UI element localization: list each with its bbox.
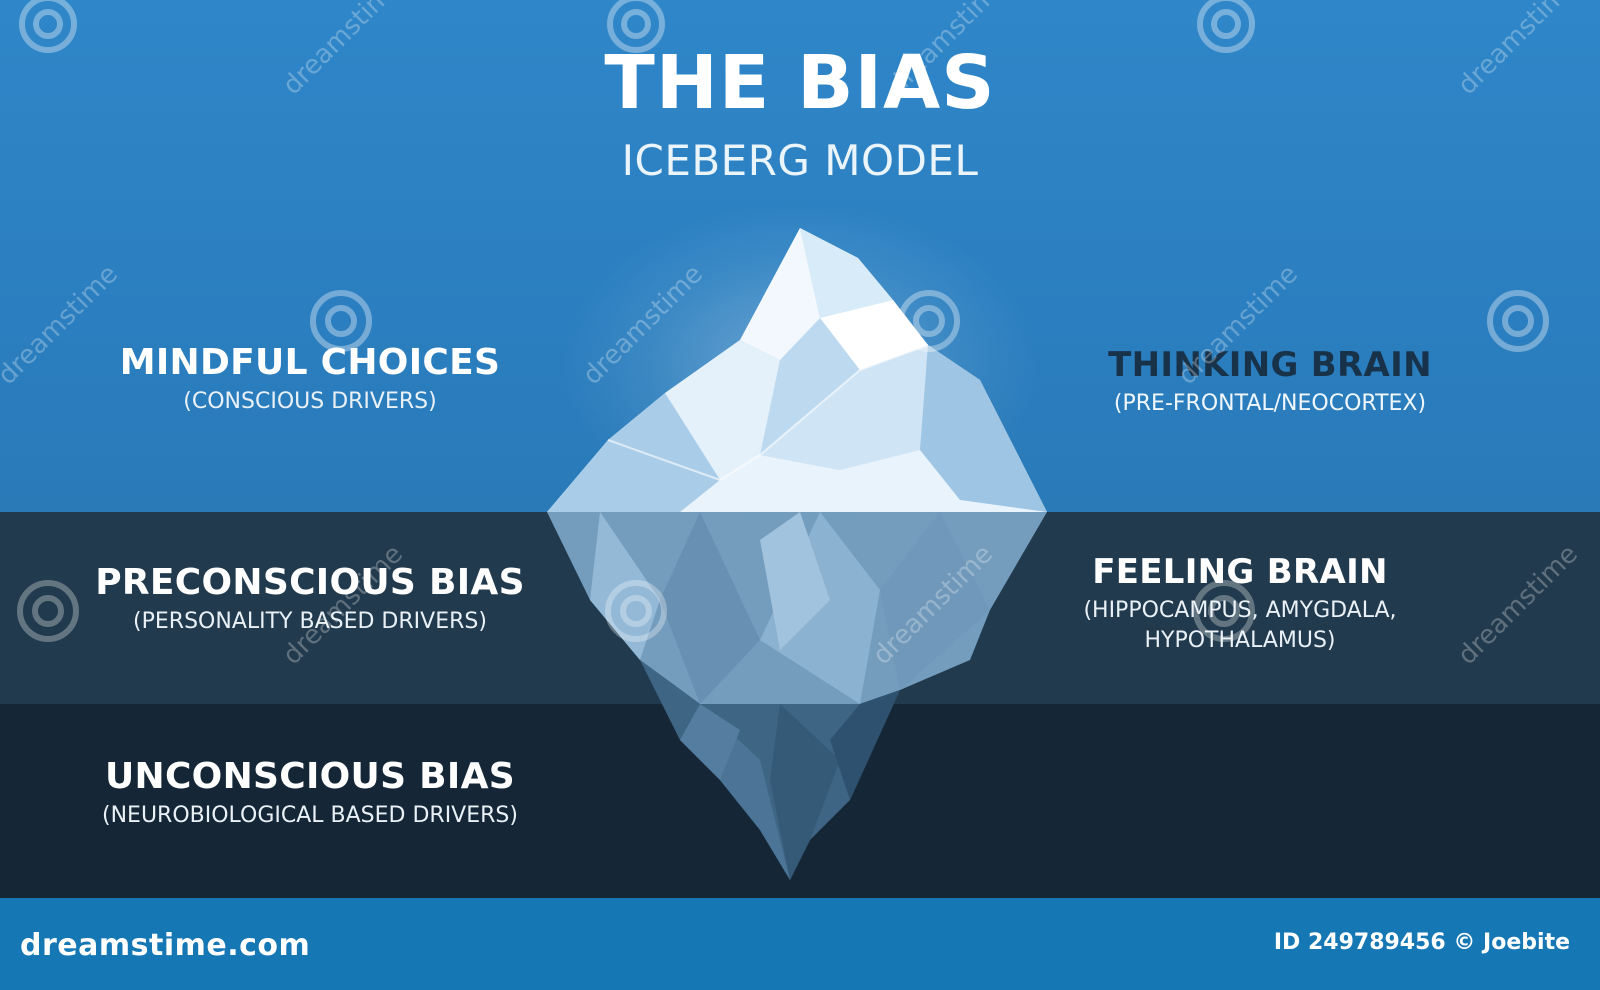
label-preconscious-bias: PRECONSCIOUS BIAS (PERSONALITY BASED DRI… <box>70 562 550 637</box>
label-subtext-line1: (HIPPOCAMPUS, AMYGDALA, <box>1083 598 1397 623</box>
spiral-logo-icon <box>19 0 77 53</box>
spiral-logo-icon <box>898 290 960 352</box>
label-subtext: (NEUROBIOLOGICAL BASED DRIVERS) <box>102 803 518 828</box>
label-feeling-brain: FEELING BRAIN (HIPPOCAMPUS, AMYGDALA, HY… <box>1060 552 1420 656</box>
page-subtitle: ICEBERG MODEL <box>621 136 979 185</box>
label-heading: MINDFUL CHOICES <box>119 342 501 383</box>
label-subtext: (PRE-FRONTAL/NEOCORTEX) <box>1113 391 1427 416</box>
footer-bar <box>0 898 1600 990</box>
spiral-logo-icon <box>17 580 79 642</box>
label-heading: THINKING BRAIN <box>1108 345 1432 385</box>
spiral-logo-icon <box>607 0 665 53</box>
label-mindful-choices: MINDFUL CHOICES (CONSCIOUS DRIVERS) <box>80 342 540 417</box>
iceberg-base <box>640 660 900 880</box>
label-unconscious-bias: UNCONSCIOUS BIAS (NEUROBIOLOGICAL BASED … <box>70 756 550 831</box>
label-thinking-brain: THINKING BRAIN (PRE-FRONTAL/NEOCORTEX) <box>1090 345 1450 419</box>
footer-image-id: ID 249789456 © Joebite <box>1273 930 1570 955</box>
label-heading: FEELING BRAIN <box>1092 552 1388 592</box>
spiral-logo-icon <box>1193 580 1255 642</box>
page-title: THE BIAS <box>604 40 996 126</box>
iceberg-middle <box>547 512 1047 704</box>
label-heading: UNCONSCIOUS BIAS <box>105 756 515 797</box>
label-subtext: (PERSONALITY BASED DRIVERS) <box>133 609 487 634</box>
label-subtext-line2: HYPOTHALAMUS) <box>1144 628 1336 653</box>
spiral-logo-icon <box>1197 0 1255 53</box>
label-heading: PRECONSCIOUS BIAS <box>95 562 525 603</box>
spiral-logo-icon <box>1487 290 1549 352</box>
footer-brand: dreamstime.com <box>20 928 311 963</box>
label-subtext: (CONSCIOUS DRIVERS) <box>183 389 437 414</box>
spiral-logo-icon <box>605 580 667 642</box>
iceberg-tip <box>547 228 1047 512</box>
spiral-logo-icon <box>310 290 372 352</box>
